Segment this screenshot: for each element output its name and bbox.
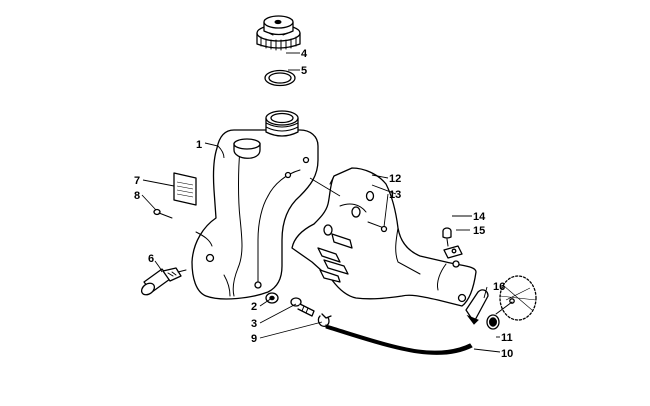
callout-8: 8 [134,190,140,202]
leader-lines [141,52,501,353]
callout-6: 6 [148,253,154,265]
cap-gasket [264,69,296,87]
callout-13: 13 [389,189,401,201]
bolt-14 [442,227,452,247]
bracket-16 [465,289,489,325]
callout-9: 9 [251,333,257,345]
filter-screen [495,275,537,321]
fuel-hose [325,324,473,355]
decal [173,172,197,206]
callout-10: 10 [501,348,513,360]
callout-11: 11 [501,332,513,344]
screw-8 [153,208,173,219]
hose-clamp [317,313,332,327]
callout-15: 15 [473,225,485,237]
fitting-3 [290,297,315,317]
fuel-cap [256,15,301,51]
grommet-11 [486,314,500,330]
callout-12: 12 [389,173,401,185]
callout-14: 14 [473,211,486,223]
fuel-valve [140,267,187,296]
callout-5: 5 [301,65,307,77]
callout-3: 3 [251,318,257,330]
heat-shield [291,167,477,307]
bracket-15 [443,245,463,259]
callout-4: 4 [301,48,308,60]
callout-16: 16 [493,281,505,293]
callout-1: 1 [196,139,202,151]
callouts: 1 2 3 4 5 6 7 8 9 10 11 12 13 14 15 16 [134,48,513,360]
fuel-tank [191,110,319,300]
callout-2: 2 [251,301,257,313]
callout-7: 7 [134,175,140,187]
